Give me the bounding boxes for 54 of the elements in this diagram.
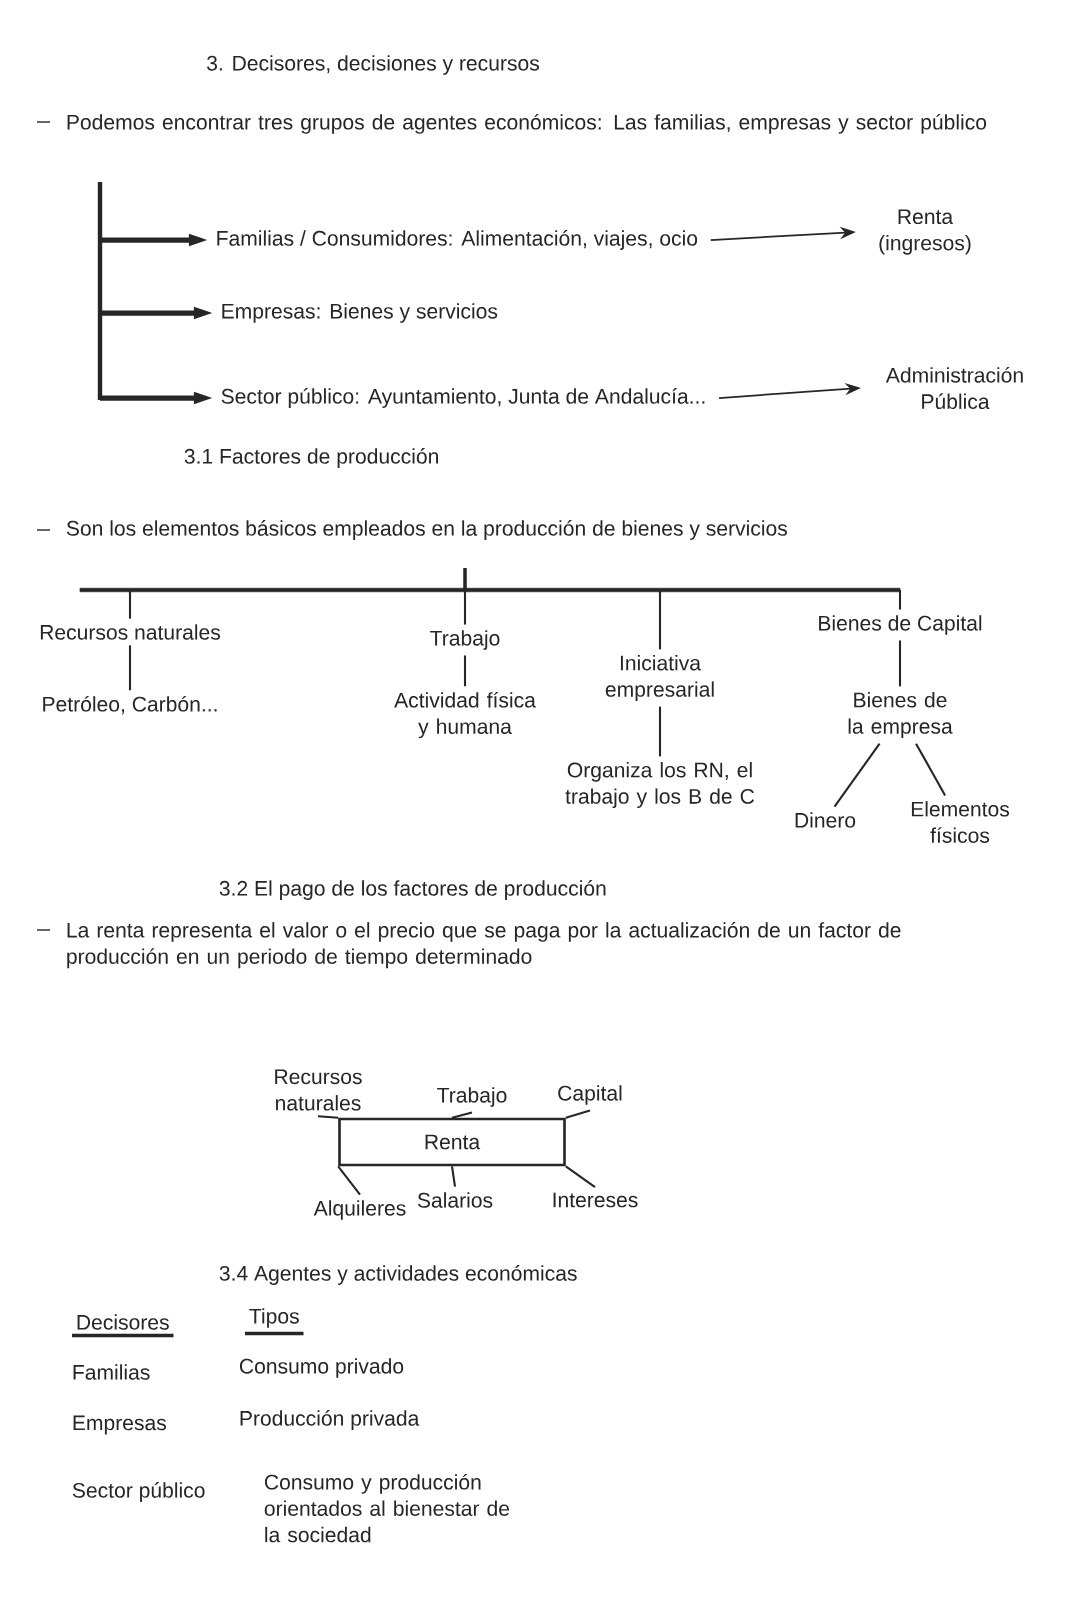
node-text: Trabajo — [430, 630, 500, 650]
table-text: Producción privada — [240, 1410, 420, 1430]
node-text: Recursos naturales — [275, 1069, 362, 1111]
connector-line — [128, 590, 132, 619]
connector-line — [451, 1111, 473, 1119]
node-text: Recursos naturales — [40, 624, 221, 640]
node-text: Dinero — [795, 812, 856, 828]
body-text: Podemos encontrar tres grupos de agentes económicos: Las familias, empresas y sector público — [67, 113, 987, 134]
node-text: Iniciativa empresarial — [605, 655, 714, 702]
connector-line — [450, 1166, 457, 1187]
node-text: Organiza los RN, el trabajo y los B de C — [565, 762, 755, 809]
node-text: Capital — [558, 1085, 622, 1105]
table-text: Familias — [73, 1364, 150, 1380]
node-text: Elementos físicos — [911, 801, 1010, 843]
connector-line — [463, 590, 467, 625]
node-text: Bienes de Capital — [819, 615, 982, 635]
column-heading: Tipos — [245, 1308, 304, 1336]
body-text: La renta representa el valor o el precio que se paga por la actualización de un factor de producción en un periodo de tiempo determinado — [67, 921, 901, 969]
connector-line — [128, 645, 132, 691]
connector-line — [337, 1165, 361, 1196]
page-title: 3. Decisores, decisiones y recursos — [207, 55, 539, 75]
connector-line — [915, 743, 947, 796]
node-text: Renta (ingresos) — [879, 209, 971, 255]
node-text: Intereses — [553, 1192, 638, 1208]
connector-line — [463, 655, 467, 687]
connector-line — [565, 1165, 596, 1188]
section-heading: 3.4 Agentes y actividades económicas — [219, 1265, 577, 1285]
node-text: Bienes de la empresa — [848, 692, 953, 739]
renta-box: Renta — [338, 1117, 566, 1167]
table-text: Consumo y producción orientados al bienestar de la sociedad — [264, 1473, 510, 1543]
connector-line — [898, 590, 902, 610]
table-text: Consumo privado — [239, 1358, 404, 1378]
connector-line — [317, 1115, 339, 1119]
node-text: Familias / Consumidores: Alimentación, viajes, ocio — [217, 230, 698, 250]
branch-bar — [79, 587, 901, 593]
body-text: Son los elementos básicos empleados en la producción de bienes y servicios — [66, 520, 788, 540]
table-text: Sector público — [72, 1482, 205, 1502]
connector-line — [833, 743, 881, 808]
connector-line — [658, 706, 662, 757]
section-heading: 3.2 El pago de los factores de producción — [219, 880, 606, 900]
table-text: Empresas — [73, 1415, 166, 1435]
node-text: Alquileres — [313, 1200, 406, 1220]
node-text: Sector público: Ayuntamiento, Junta de Andalucía... — [221, 388, 705, 408]
node-text: Trabajo — [437, 1087, 507, 1107]
node-text: Actividad física y humana — [394, 691, 536, 739]
node-text: Salarios — [417, 1192, 493, 1208]
connector-line — [565, 1109, 591, 1119]
connector-line — [658, 590, 662, 650]
section-heading: 3.1 Factores de producción — [184, 448, 438, 468]
node-text: Petróleo, Carbón... — [43, 695, 217, 715]
connector-line — [898, 640, 902, 687]
node-text: Empresas: Bienes y servicios — [222, 303, 498, 323]
column-heading: Decisores — [72, 1314, 174, 1338]
node-text: Administración Pública — [885, 367, 1023, 410]
